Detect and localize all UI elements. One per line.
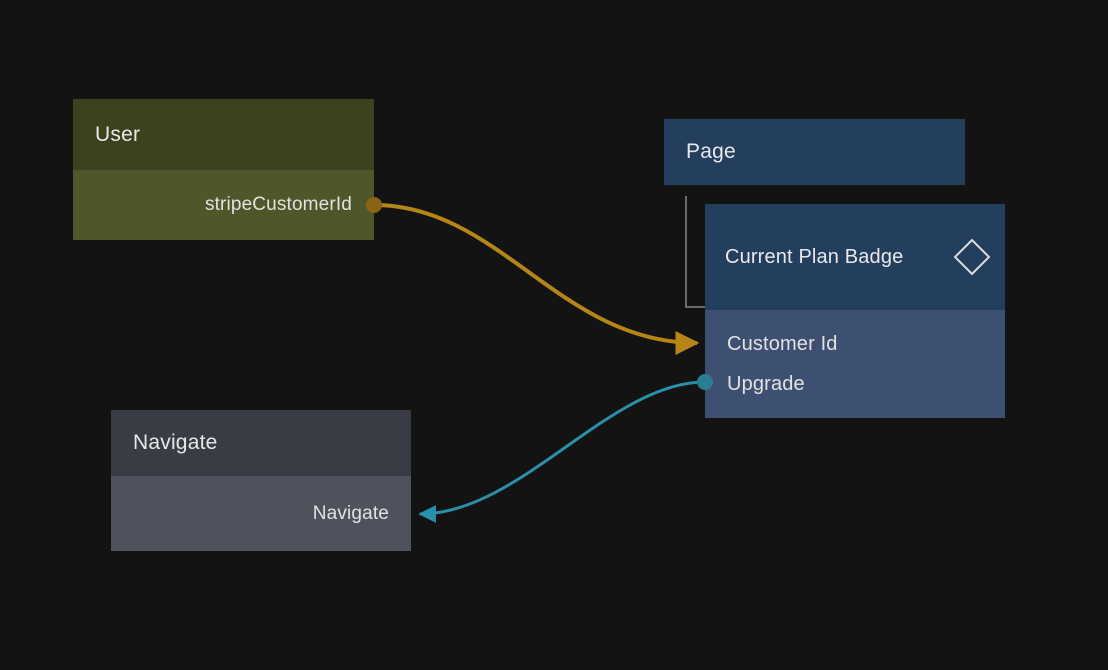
edge-user-to-customer-id[interactable] <box>373 203 700 355</box>
node-page[interactable]: Page <box>664 119 965 185</box>
node-user-header[interactable]: User <box>73 99 374 170</box>
field-customer-id[interactable]: Customer Id <box>705 324 1005 364</box>
node-navigate-title: Navigate <box>133 431 218 454</box>
field-upgrade[interactable]: Upgrade <box>705 364 1005 404</box>
node-current-plan-badge[interactable]: Current Plan Badge Customer Id Upgrade <box>705 204 1005 418</box>
field-stripe-customer-id-label: stripeCustomerId <box>204 194 352 215</box>
current-plan-badge-header[interactable]: Current Plan Badge <box>705 204 1005 310</box>
field-navigate[interactable]: Navigate <box>111 476 411 551</box>
current-plan-badge-body: Customer Id Upgrade <box>705 310 1005 418</box>
handle-upgrade-source[interactable] <box>697 374 713 390</box>
node-page-title: Page <box>686 140 736 163</box>
handle-stripe-customer-id-source[interactable] <box>366 197 382 213</box>
node-navigate[interactable]: Navigate Navigate <box>111 410 411 551</box>
field-upgrade-label: Upgrade <box>727 372 805 395</box>
node-user[interactable]: User stripeCustomerId <box>73 99 374 240</box>
field-customer-id-label: Customer Id <box>727 332 838 355</box>
node-navigate-header[interactable]: Navigate <box>111 410 411 476</box>
field-stripe-customer-id[interactable]: stripeCustomerId <box>73 170 374 240</box>
edge-upgrade-to-navigate[interactable] <box>418 380 706 523</box>
node-user-body: stripeCustomerId <box>73 170 374 240</box>
node-page-header[interactable]: Page <box>664 119 965 185</box>
node-user-title: User <box>95 122 141 146</box>
diamond-icon <box>953 238 991 276</box>
current-plan-badge-title: Current Plan Badge <box>725 245 904 268</box>
node-navigate-body: Navigate <box>111 476 411 551</box>
page-child-bracket-connector <box>685 196 705 308</box>
field-navigate-label: Navigate <box>312 502 389 524</box>
